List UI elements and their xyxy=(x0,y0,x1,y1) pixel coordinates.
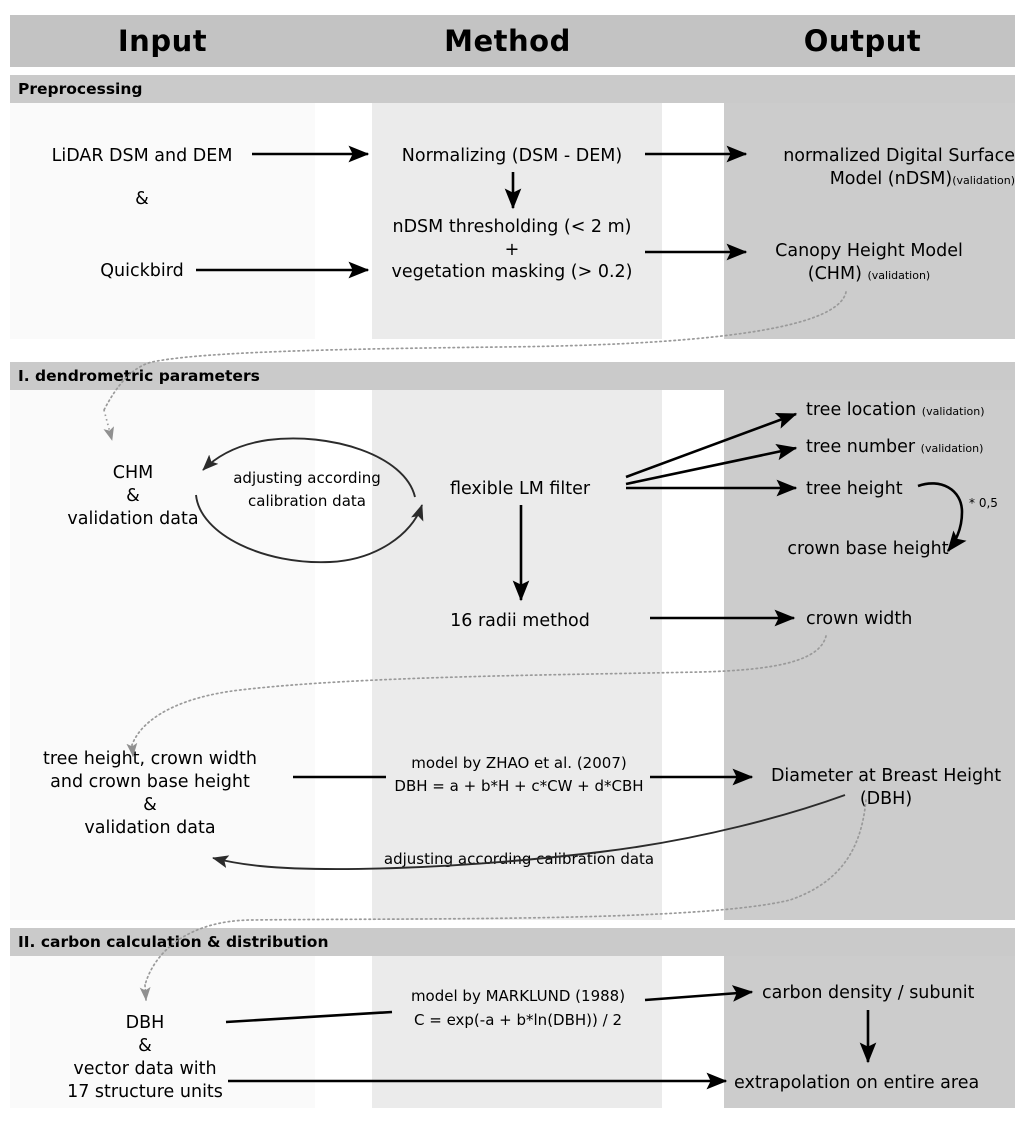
node-ndsm-thresholding: nDSM thresholding (< 2 m) xyxy=(392,217,632,237)
node-dbh-input-line4: validation data xyxy=(84,818,216,838)
node-tree-number-wrap: tree number (validation) xyxy=(806,436,983,460)
section-header-dendrometric: I. dendrometric parameters xyxy=(10,362,1015,390)
column-header-output: Output xyxy=(803,24,922,58)
node-normalizing: Normalizing (DSM - DEM) xyxy=(401,146,623,166)
band-output-dendrometric xyxy=(724,390,1015,920)
node-validation-data-1: validation data xyxy=(67,509,199,529)
column-header-method: Method xyxy=(444,24,571,58)
node-16-radii-method: 16 radii method xyxy=(450,611,590,631)
node-chm-output: Canopy Height Model (CHM) (validation) xyxy=(775,240,963,287)
node-tree-location-validation: (validation) xyxy=(921,405,985,418)
node-dbh-output-line1: Diameter at Breast Height xyxy=(770,766,1002,786)
node-carbon-dbh: DBH xyxy=(125,1013,165,1033)
node-ndsm-validation: (validation) xyxy=(952,174,1015,187)
node-chm-validation: (validation) xyxy=(867,269,931,282)
node-dbh-output-line2: (DBH) xyxy=(859,789,913,809)
node-carbon-formula: C = exp(-a + b*ln(DBH)) / 2 xyxy=(413,1011,623,1029)
node-ndsm-line2-wrap: Model (nDSM)(validation) xyxy=(740,168,1015,192)
node-dbh-adjusting-label: adjusting according calibration data xyxy=(383,850,655,868)
node-adjusting-loop-label: adjusting according calibration data xyxy=(233,467,381,513)
node-flexible-lm-filter: flexible LM filter xyxy=(449,479,591,499)
node-dbh-output: Diameter at Breast Height (DBH) xyxy=(771,765,1001,811)
node-crown-base-height: crown base height xyxy=(787,539,949,559)
node-crown-width: crown width xyxy=(806,609,913,629)
node-chm-line2: (CHM) xyxy=(807,264,862,284)
node-dbh-input: tree height, crown width and crown base … xyxy=(43,748,257,840)
node-ndsm-output: normalized Digital Surface Model (nDSM)(… xyxy=(740,145,1015,192)
node-input-ampersand-3: & xyxy=(138,1036,152,1056)
node-ndsm-line2: Model (nDSM) xyxy=(829,169,953,189)
node-lidar-dsm-dem: LiDAR DSM and DEM xyxy=(51,146,233,166)
node-dbh-input-line2: and crown base height xyxy=(50,772,250,792)
node-zhao-model: model by ZHAO et al. (2007) xyxy=(411,754,627,772)
node-dbh-formula: DBH = a + b*H + c*CW + d*CBH xyxy=(394,777,644,795)
node-adjusting-loop-line1: adjusting according xyxy=(233,469,381,487)
column-header-input: Input xyxy=(117,24,208,58)
band-method-dendrometric xyxy=(372,390,662,920)
band-input-preprocessing xyxy=(10,102,315,339)
node-adjusting-loop-line2: calibration data xyxy=(248,492,366,510)
band-output-preprocessing xyxy=(724,75,1015,339)
section-header-preprocessing: Preprocessing xyxy=(10,75,1015,103)
node-tree-location-wrap: tree location (validation) xyxy=(806,399,985,423)
node-tree-number: tree number xyxy=(806,437,916,457)
band-method-carbon xyxy=(372,956,662,1108)
node-carbon-density: carbon density / subunit xyxy=(762,983,975,1003)
node-input-ampersand-2: & xyxy=(126,486,140,506)
node-marklund-model: model by MARKLUND (1988) xyxy=(410,987,626,1005)
node-chm-input: CHM xyxy=(112,463,154,483)
node-threshold-plus: + xyxy=(504,240,520,260)
node-dbh-input-line1: tree height, crown width xyxy=(42,749,258,769)
section-header-carbon: II. carbon calculation & distribution xyxy=(10,928,1015,956)
column-header-bar: Input Method Output xyxy=(10,15,1015,67)
node-tree-number-validation: (validation) xyxy=(920,442,984,455)
node-quickbird: Quickbird xyxy=(100,261,184,281)
node-tree-location: tree location xyxy=(806,400,917,420)
node-ndsm-line1: normalized Digital Surface xyxy=(783,146,1015,166)
node-chm-line1: Canopy Height Model xyxy=(775,241,963,261)
node-half-factor: * 0,5 xyxy=(969,496,998,510)
node-input-ampersand-1: & xyxy=(135,189,149,209)
node-chm-line2-wrap: (CHM) (validation) xyxy=(775,263,963,287)
node-vector-data-line1: vector data with xyxy=(73,1059,217,1079)
node-extrapolation: extrapolation on entire area xyxy=(734,1073,980,1093)
node-vector-data-line2: 17 structure units xyxy=(67,1082,223,1102)
node-dbh-input-line3: & xyxy=(143,795,157,815)
node-vegetation-masking: vegetation masking (> 0.2) xyxy=(391,262,633,282)
node-tree-height: tree height xyxy=(806,479,903,499)
